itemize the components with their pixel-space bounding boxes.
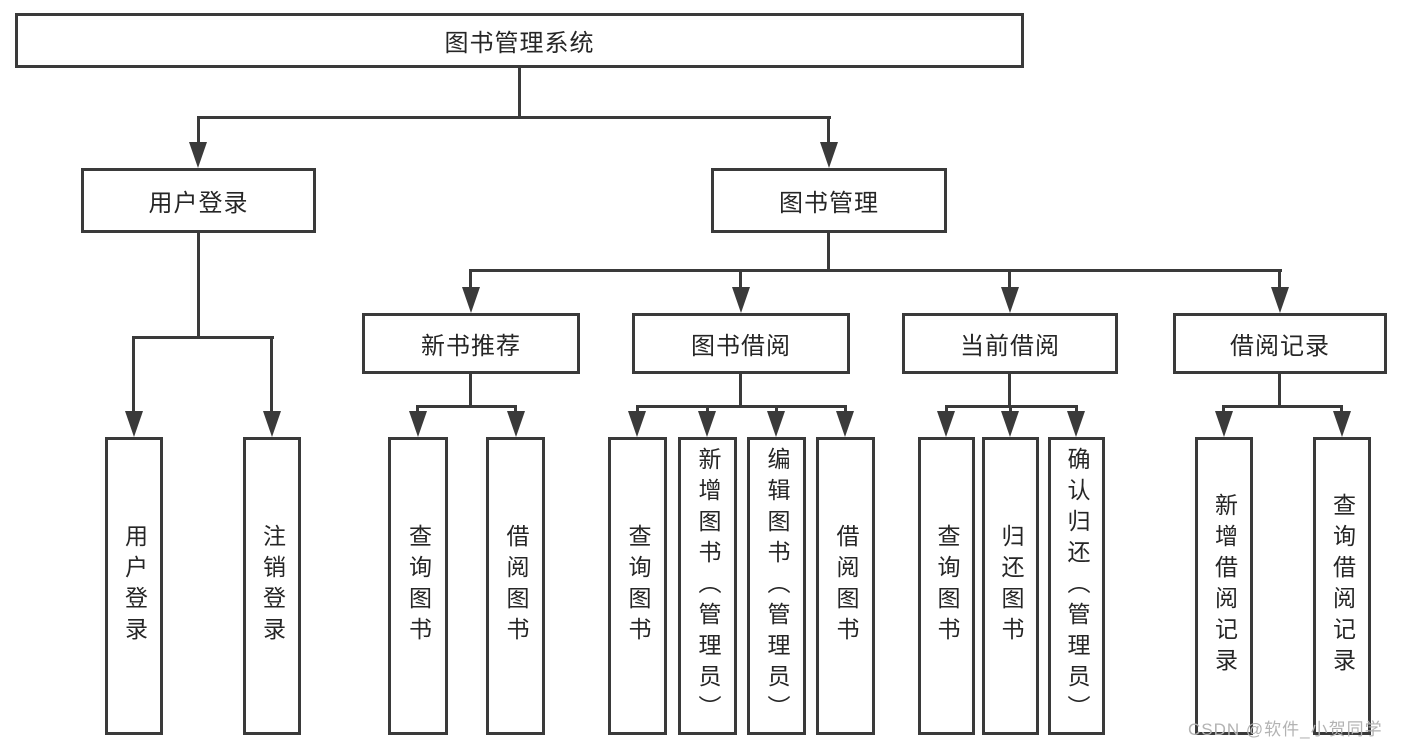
leaf-query-books-recommend: 查询图书 — [388, 437, 448, 735]
node-book-management: 图书管理 — [711, 168, 947, 233]
node-label: 用户登录 — [148, 190, 249, 217]
arrow-down-icon — [507, 411, 525, 437]
node-label: 图书管理 — [779, 190, 879, 217]
arrow-down-icon — [125, 411, 143, 437]
connector-line — [827, 116, 830, 144]
node-current-borrow: 当前借阅 — [902, 313, 1118, 374]
arrow-down-icon — [732, 287, 750, 313]
arrow-down-icon — [698, 411, 716, 437]
node-label: 新书推荐 — [421, 333, 521, 360]
leaf-return-book: 归还图书 — [982, 437, 1039, 735]
connector-line — [844, 405, 847, 414]
arrow-down-icon — [409, 411, 427, 437]
connector-line — [1008, 269, 1011, 289]
leaf-logout: 注销登录 — [243, 437, 301, 735]
connector-line — [133, 336, 274, 339]
arrow-down-icon — [462, 287, 480, 313]
leaf-label: 新增图书（管理员） — [695, 446, 721, 726]
connector-line — [469, 372, 472, 408]
leaf-label: 借阅图书 — [833, 524, 859, 648]
leaf-label: 归还图书 — [998, 524, 1024, 648]
connector-line — [469, 269, 472, 289]
watermark: CSDN @软件_小贺同学 — [1188, 720, 1383, 739]
leaf-label: 用户登录 — [121, 524, 148, 648]
node-library-management-system: 图书管理系统 — [15, 13, 1024, 68]
arrow-down-icon — [263, 411, 281, 437]
leaf-label: 注销登录 — [259, 524, 286, 648]
connector-line — [197, 232, 200, 338]
leaf-query-books-current: 查询图书 — [918, 437, 975, 735]
leaf-add-book-admin: 新增图书（管理员） — [678, 437, 737, 735]
arrow-down-icon — [836, 411, 854, 437]
connector-line — [416, 405, 419, 414]
connector-line — [1340, 405, 1343, 414]
leaf-label: 查询图书 — [934, 524, 960, 648]
node-label: 图书借阅 — [691, 333, 791, 360]
leaf-edit-book-admin: 编辑图书（管理员） — [747, 437, 806, 735]
leaf-label: 确认归还（管理员） — [1064, 446, 1090, 726]
arrow-down-icon — [1271, 287, 1289, 313]
arrow-down-icon — [1067, 411, 1085, 437]
node-borrow-records: 借阅记录 — [1173, 313, 1387, 374]
node-label: 借阅记录 — [1230, 333, 1330, 360]
node-book-borrow: 图书借阅 — [632, 313, 850, 374]
leaf-add-borrow-record: 新增借阅记录 — [1195, 437, 1253, 735]
arrow-down-icon — [937, 411, 955, 437]
arrow-down-icon — [628, 411, 646, 437]
connector-line — [775, 405, 778, 414]
leaf-label: 查询图书 — [625, 524, 651, 648]
leaf-borrow-books: 借阅图书 — [816, 437, 875, 735]
connector-line — [514, 405, 517, 414]
arrow-down-icon — [1333, 411, 1351, 437]
arrow-down-icon — [1215, 411, 1233, 437]
connector-line — [197, 116, 831, 119]
connector-line — [636, 405, 639, 414]
arrow-down-icon — [189, 142, 207, 168]
connector-line — [470, 269, 1282, 272]
connector-line — [945, 405, 948, 414]
connector-line — [1009, 405, 1012, 414]
leaf-confirm-return-admin: 确认归还（管理员） — [1048, 437, 1105, 735]
connector-line — [1278, 372, 1281, 408]
connector-line — [270, 336, 273, 413]
leaf-query-books-borrow: 查询图书 — [608, 437, 667, 735]
leaf-label: 新增借阅记录 — [1211, 493, 1238, 679]
leaf-user-login: 用户登录 — [105, 437, 163, 735]
connector-line — [197, 116, 200, 144]
leaf-label: 编辑图书（管理员） — [764, 446, 790, 726]
connector-line — [1223, 405, 1342, 408]
leaf-label: 查询借阅记录 — [1329, 493, 1356, 679]
arrow-down-icon — [820, 142, 838, 168]
node-new-book-recommend: 新书推荐 — [362, 313, 580, 374]
connector-line — [636, 405, 846, 408]
arrow-down-icon — [767, 411, 785, 437]
leaf-label: 借阅图书 — [503, 524, 529, 648]
connector-line — [518, 68, 521, 118]
connector-line — [1222, 405, 1225, 414]
leaf-query-borrow-record: 查询借阅记录 — [1313, 437, 1371, 735]
connector-line — [706, 405, 709, 414]
connector-line — [1075, 405, 1078, 414]
arrow-down-icon — [1001, 411, 1019, 437]
node-label: 图书管理系统 — [444, 30, 595, 57]
connector-line — [739, 372, 742, 408]
leaf-borrow-books-recommend: 借阅图书 — [486, 437, 545, 735]
node-user-login: 用户登录 — [81, 168, 316, 233]
connector-line — [1008, 372, 1011, 408]
connector-line — [739, 269, 742, 289]
connector-line — [417, 405, 517, 408]
connector-line — [132, 336, 135, 413]
arrow-down-icon — [1001, 287, 1019, 313]
node-label: 当前借阅 — [960, 333, 1060, 360]
connector-line — [827, 232, 830, 272]
leaf-label: 查询图书 — [405, 524, 432, 648]
connector-line — [1278, 269, 1281, 289]
